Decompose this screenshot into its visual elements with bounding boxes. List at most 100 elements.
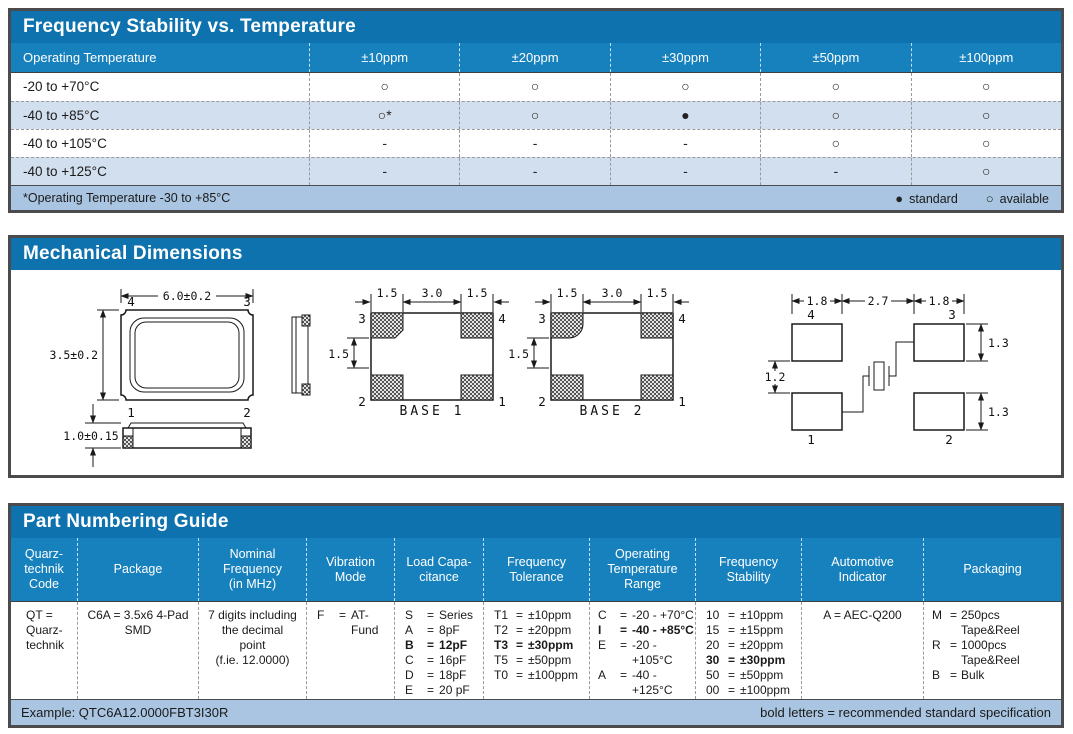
availability-cell: - [609, 158, 760, 185]
column-header-30ppm: ±30ppm [609, 43, 760, 72]
example-part-number: Example: QTC6A12.0000FBT3I30R [21, 705, 229, 720]
footnote: *Operating Temperature -30 to +85°C [23, 191, 231, 205]
availability-cell: ○ [760, 102, 910, 129]
code-definition: T2=±20ppm [494, 623, 572, 637]
code-definition: T1=±10ppm [494, 608, 572, 622]
code-definition: 00=±100ppm [706, 683, 790, 697]
filled-circle-icon: ● [895, 190, 904, 206]
dimension: 1.8 [929, 294, 950, 308]
dimension: 2.7 [868, 294, 889, 308]
part-numbering-section: Part Numbering Guide Quarz- technik Code… [8, 503, 1064, 728]
base2-caption: BASE 2 [580, 404, 645, 419]
availability-cell: ○ [609, 73, 760, 101]
pad-number: 4 [807, 307, 815, 322]
table-row: -40 to +85°C ○* ○ ● ○ ○ [11, 101, 1061, 129]
legend-available: ○available [985, 190, 1049, 206]
mechanical-drawing: 4 3 1 2 6.0±0.2 3.5±0.2 [50, 286, 1009, 467]
pad-number: 2 [538, 394, 546, 409]
availability-cell: ○ [459, 73, 609, 101]
availability-cell: - [760, 158, 910, 185]
availability-cell: ○ [910, 73, 1061, 101]
frequency-stability-title: Frequency Stability vs. Temperature [11, 11, 1061, 43]
temp-range-cell: -40 to +125°C [23, 164, 107, 179]
column-header-quarztechnik-code: Quarz- technik Code [24, 547, 64, 591]
column-header-frequency-stability: Frequency Stability [695, 538, 801, 601]
automotive-indicator-cell: A = AEC-Q200 [801, 602, 923, 699]
availability-cell: ○ [760, 73, 910, 101]
pad-number: 3 [243, 294, 251, 309]
availability-cell: - [459, 158, 609, 185]
code-definition: A=-40 - +125°C [598, 668, 673, 697]
availability-cell: - [309, 158, 459, 185]
pad-number: 4 [678, 311, 686, 326]
availability-cell: ○* [309, 102, 459, 129]
code-definition: E=20 pF [405, 683, 470, 697]
code-definition: 15=±15ppm [706, 623, 784, 637]
nominal-frequency-cell: 7 digits including the decimal point (f.… [198, 602, 306, 699]
package-side-view [291, 314, 311, 396]
pad-number: 4 [127, 294, 135, 309]
code-definition: 10=±10ppm [706, 608, 784, 622]
availability-cell: - [459, 130, 609, 157]
code-definition: T5=±50ppm [494, 653, 572, 667]
frequency-stability-section: Frequency Stability vs. Temperature Oper… [8, 8, 1064, 213]
table-row: -40 to +105°C - - - ○ ○ [11, 129, 1061, 157]
availability-cell: ● [609, 102, 760, 129]
dimension: 1.5 [508, 347, 529, 361]
code-definition: 50=±50ppm [706, 668, 784, 682]
bold-letters-note: bold letters = recommended standard spec… [760, 705, 1051, 720]
column-header-operating-temperature-range: Operating Temperature Range [589, 538, 695, 601]
dimension: 3.0 [602, 286, 623, 300]
column-header-packaging: Packaging [923, 538, 1061, 601]
code-definition: T0=±100ppm [494, 668, 578, 682]
open-circle-icon: ○ [985, 190, 994, 206]
pad-number: 1 [807, 432, 815, 447]
dimension: 1.8 [807, 294, 828, 308]
code-definition: C=16pF [405, 653, 467, 667]
pad-number: 3 [948, 307, 956, 322]
code-definition: 30=±30ppm [706, 653, 786, 667]
pad-number: 1 [678, 394, 686, 409]
land-pattern-view: 4 3 1 2 1.8 2.7 1.8 1.2 1.3 [762, 294, 1009, 447]
dimension: 1.3 [988, 336, 1009, 350]
temp-range-cell: -40 to +105°C [23, 136, 107, 151]
code-definition: B=Bulk [932, 668, 985, 682]
column-header-nominal-frequency: Nominal Frequency (in MHz) [198, 538, 306, 601]
temp-range-cell: -40 to +85°C [23, 108, 100, 123]
dimension: 1.5 [467, 286, 488, 300]
availability-cell: ○ [910, 158, 1061, 185]
dimension-height: 3.5±0.2 [50, 348, 98, 362]
table-row: -20 to +70°C ○ ○ ○ ○ ○ [11, 73, 1061, 101]
availability-cell: ○ [309, 73, 459, 101]
dimension: 1.5 [647, 286, 668, 300]
code-definition: I=-40 - +85°C [598, 623, 694, 637]
package-cell: C6A = 3.5x6 4-Pad SMD [77, 602, 198, 699]
column-header-frequency-tolerance: Frequency Tolerance [483, 538, 589, 601]
column-header-load-capacitance: Load Capa- citance [394, 538, 483, 601]
pad-number: 1 [127, 405, 135, 420]
code-definition: C=-20 - +70°C [598, 608, 694, 622]
mechanical-dimensions-section: Mechanical Dimensions 4 3 1 2 6.0± [8, 235, 1064, 478]
vibration-mode-cell: F=AT-Fund [306, 602, 394, 699]
pad-number: 2 [358, 394, 366, 409]
part-numbering-footer: Example: QTC6A12.0000FBT3I30R bold lette… [11, 700, 1061, 725]
dimension: 1.5 [328, 347, 349, 361]
code-definition: M=250pcs Tape&Reel [932, 608, 1020, 637]
code-definition: R=1000pcs Tape&Reel [932, 638, 1020, 667]
pad-number: 1 [498, 394, 506, 409]
quarztechnik-code-cell: QT = Quarz- technik [26, 608, 65, 652]
column-header-vibration-mode: Vibration Mode [306, 538, 394, 601]
frequency-stability-footer: *Operating Temperature -30 to +85°C ●sta… [11, 185, 1061, 210]
base1-view: 3 4 2 1 1.5 3.0 1.5 1.5 BASE 1 [328, 286, 509, 419]
code-definition: A=8pF [405, 623, 460, 637]
dimension-width: 6.0±0.2 [163, 289, 211, 303]
availability-cell: ○ [910, 102, 1061, 129]
availability-cell: ○ [459, 102, 609, 129]
column-header-10ppm: ±10ppm [309, 43, 459, 72]
pad-number: 4 [498, 311, 506, 326]
column-header-package: Package [77, 538, 198, 601]
code-definition: E=-20 - +105°C [598, 638, 673, 667]
code-definition: B=12pF [405, 638, 468, 652]
